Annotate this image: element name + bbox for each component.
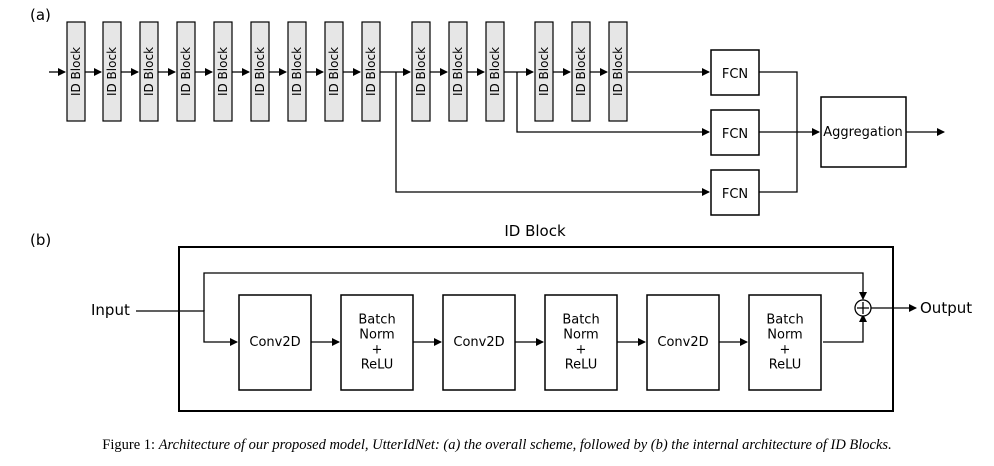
id-block-stage: Conv2D [646,294,720,391]
id-block-label: ID Block [364,47,378,96]
fcn-box-bottom: FCN [710,169,760,216]
stage-label-line: ReLU [565,358,598,373]
aggregation-box: Aggregation [820,96,907,168]
aggregation-label: Aggregation [823,125,903,140]
id-block: ID Block [213,21,233,122]
id-block: ID Block [66,21,86,122]
id-block-label: ID Block [253,47,267,96]
id-block-label: ID Block [142,47,156,96]
id-block: ID Block [250,21,270,122]
id-block: ID Block [448,21,468,122]
stage-label-line: Batch [358,313,395,328]
fcn-box-top: FCN [710,49,760,96]
panel-a-label: (a) [30,6,51,24]
stage-label-line: Conv2D [249,335,300,350]
sum-node [854,299,872,317]
id-block-label: ID Block [488,47,502,96]
fcn-connectors [395,68,820,196]
id-block-connectors [136,272,917,346]
id-block-label: ID Block [179,47,193,96]
stage-label-line: Batch [766,313,803,328]
caption-text: Architecture of our proposed model, Utte… [158,437,892,453]
id-block-label: ID Block [216,47,230,96]
id-block-label: ID Block [537,47,551,96]
id-block-label: ID Block [451,47,465,96]
stage-label-line: Norm [359,328,394,343]
id-block: ID Block [361,21,381,122]
caption-prefix: Figure 1: [102,437,159,453]
stage-label-line: Norm [563,328,598,343]
stage-label-line: ReLU [361,358,394,373]
stage-label-line: Norm [767,328,802,343]
id-block-stage: Conv2D [442,294,516,391]
fcn-label: FCN [722,127,748,142]
id-block-stages: Conv2DBatchNorm+ReLUConv2DBatchNorm+ReLU… [238,294,822,391]
id-block: ID Block [287,21,307,122]
input-label: Input [91,301,130,319]
id-block-stage: Conv2D [238,294,312,391]
id-block: ID Block [534,21,554,122]
stage-label-line: + [780,343,791,358]
fcn-box-middle: FCN [710,109,760,156]
id-block-label: ID Block [327,47,341,96]
id-block-label: ID Block [574,47,588,96]
stage-label-line: + [372,343,383,358]
fcn-label: FCN [722,67,748,82]
id-block-label: ID Block [611,47,625,96]
id-block: ID Block [485,21,505,122]
id-block-label: ID Block [414,47,428,96]
id-block-label: ID Block [69,47,83,96]
fcn-label: FCN [722,187,748,202]
id-block: ID Block [139,21,159,122]
stage-label-line: Batch [562,313,599,328]
id-block-frame [178,246,894,412]
output-label: Output [920,299,972,317]
id-block: ID Block [324,21,344,122]
id-block: ID Block [102,21,122,122]
stage-label-line: Conv2D [657,335,708,350]
figure-caption: Figure 1: Architecture of our proposed m… [0,437,994,461]
id-block-label: ID Block [105,47,119,96]
id-block-chain: ID Block ID Block ID Block ID Block ID Block… [49,21,628,122]
id-block: ID Block [571,21,591,122]
id-block-title: ID Block [504,222,566,240]
id-block-label: ID Block [290,47,304,96]
stage-label-line: + [576,343,587,358]
stage-label-line: ReLU [769,358,802,373]
panel-b-label: (b) [30,231,51,249]
id-block: ID Block [176,21,196,122]
id-block: ID Block [411,21,431,122]
stage-label-line: Conv2D [453,335,504,350]
id-block: ID Block [608,21,628,122]
